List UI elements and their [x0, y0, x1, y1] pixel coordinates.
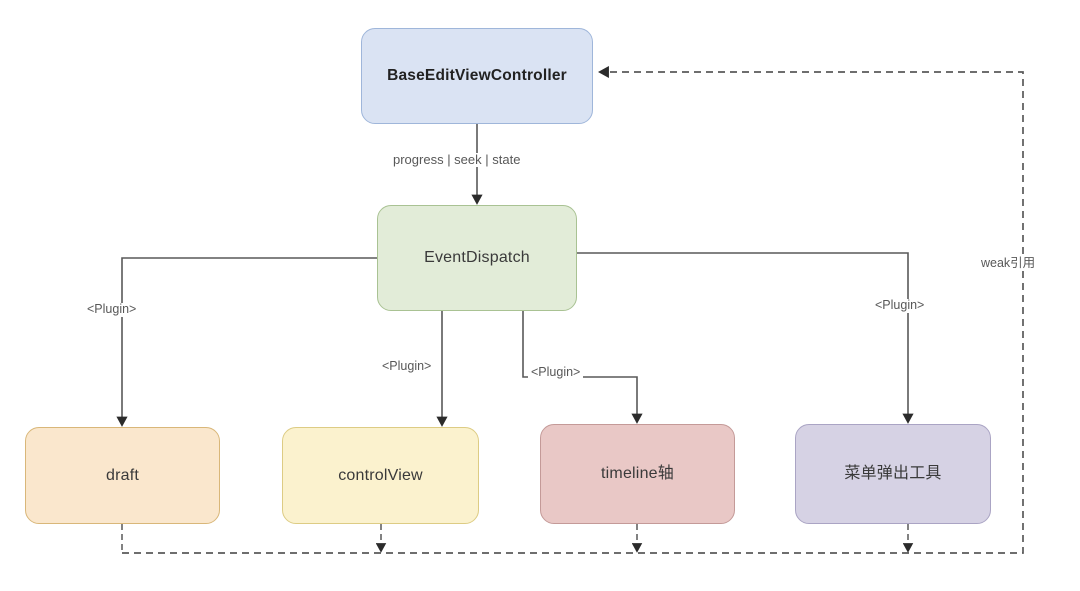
edge-label-weak-reference: weak引用: [978, 256, 1039, 271]
edge-label-plugin-control-view: <Plugin>: [379, 359, 435, 374]
node-label-event-dispatch: EventDispatch: [424, 249, 530, 267]
edge-label-plugin-menu-popup: <Plugin>: [872, 298, 928, 313]
node-menu-popup-tool[interactable]: 菜单弹出工具: [795, 424, 991, 524]
node-label-draft: draft: [105, 466, 139, 484]
node-base-edit-view-controller[interactable]: BaseEditViewController: [361, 28, 593, 124]
node-label-control-view: controlView: [338, 466, 423, 484]
edge-eventdispatch-to-menupopup: [577, 252, 914, 424]
edge-eventdispatch-to-draft: [116, 257, 377, 427]
edge-label-progress-seek-state: progress | seek | state: [390, 152, 524, 168]
edge-weak-reference-loop: [122, 66, 1024, 554]
node-label-timeline-axis: timeline轴: [601, 465, 674, 483]
node-label-base-edit-view-controller: BaseEditViewController: [387, 66, 567, 84]
node-control-view[interactable]: controlView: [282, 427, 479, 524]
node-draft[interactable]: draft: [25, 427, 220, 524]
edge-label-plugin-draft: <Plugin>: [84, 302, 140, 317]
node-label-menu-popup-tool: 菜单弹出工具: [844, 465, 942, 483]
node-timeline-axis[interactable]: timeline轴: [540, 424, 735, 524]
edge-label-plugin-timeline: <Plugin>: [528, 365, 584, 380]
node-event-dispatch[interactable]: EventDispatch: [377, 205, 577, 311]
